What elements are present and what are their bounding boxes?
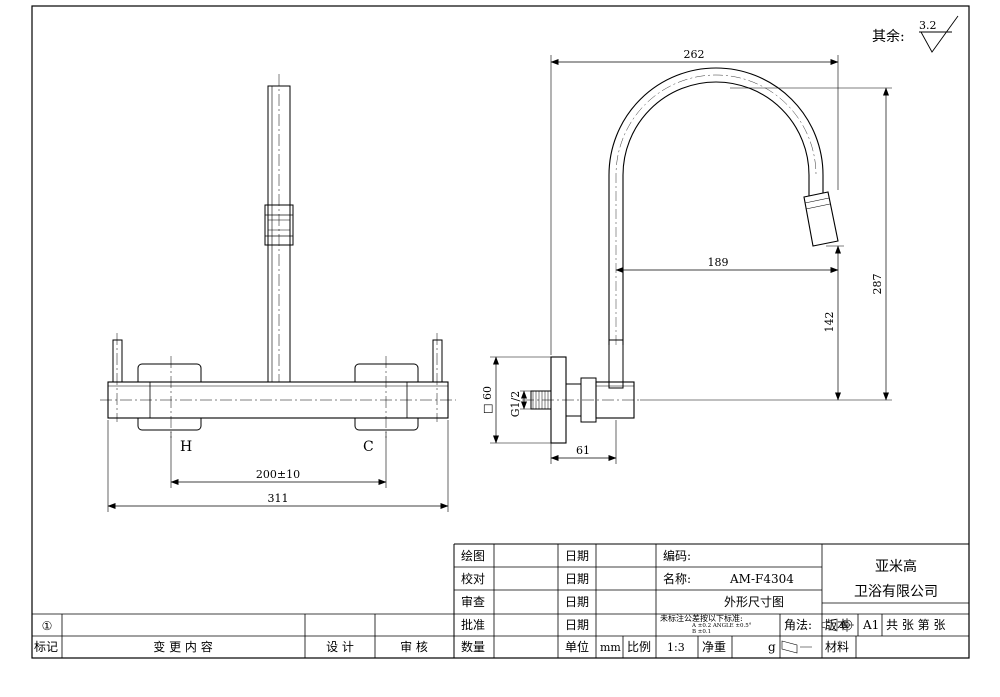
review-label: 审查 <box>461 594 485 609</box>
company-line-2: 卫浴有限公司 <box>854 584 938 600</box>
projection-label: 角法: <box>784 618 812 632</box>
spout-base <box>608 339 624 389</box>
check-date-label: 日期 <box>565 572 589 586</box>
hot-label: H <box>180 439 192 455</box>
weight-symbol <box>781 640 812 654</box>
tolerance-small-2: B ±0.1 <box>692 629 711 635</box>
draw-date-label: 日期 <box>565 549 589 563</box>
approve-date-label: 日期 <box>565 618 589 632</box>
roughness-label: 其余: <box>872 28 905 45</box>
version-label: 版本 <box>825 618 849 632</box>
roughness-symbol: 其余: 3.2 <box>872 15 959 53</box>
roughness-value: 3.2 <box>919 19 937 32</box>
check-label: 校对 <box>461 571 485 586</box>
quantity-label: 数量 <box>461 639 485 654</box>
change-label: 变 更 内 容 <box>153 639 212 654</box>
roughness-check-mark <box>919 15 959 53</box>
name-label: 名称: <box>663 571 691 586</box>
dim-text-height: 287 <box>871 274 884 295</box>
scale-label: 比例 <box>627 640 651 654</box>
approve-label: 批准 <box>461 617 485 632</box>
cold-label: C <box>363 439 374 455</box>
unit-value: mm <box>600 641 621 654</box>
spout-inner <box>622 81 810 345</box>
sheets-label: 共 张 第 张 <box>886 618 945 632</box>
hot-handle <box>112 339 123 383</box>
material-label: 材料 <box>825 640 849 654</box>
cold-handle <box>432 339 443 383</box>
code-label: 编码: <box>663 548 691 563</box>
dim-text-square: □ 60 <box>481 386 494 414</box>
title-block <box>32 543 969 658</box>
mark-label: 标记 <box>34 640 58 654</box>
tolerance-small-1: A ±0.2 ANGLE ±0.5° <box>691 623 752 629</box>
weight-unit: g <box>768 640 776 654</box>
drawing-type: 外形尺寸图 <box>724 595 784 609</box>
design-label: 设 计 <box>326 640 354 654</box>
version-value: A1 <box>862 618 879 632</box>
dim-text-spout-height: 142 <box>823 312 836 333</box>
dim-text-depth: 61 <box>576 444 590 457</box>
company-line-1: 亚米高 <box>875 558 917 575</box>
dim-text-thread: G1/2 <box>509 391 522 418</box>
review-date-label: 日期 <box>565 595 589 609</box>
spout-outer <box>608 67 824 345</box>
dim-text-centers: 200±10 <box>256 468 300 481</box>
revision-marker: ① <box>42 619 53 633</box>
scale-value: 1:3 <box>667 641 685 654</box>
projection-symbol <box>821 618 854 632</box>
unit-label: 单位 <box>565 639 589 654</box>
tolerance-note: 未标注公差按以下标准: <box>660 613 743 623</box>
drawing-border <box>31 5 970 659</box>
dim-text-reach: 189 <box>708 256 729 269</box>
audit-label: 审 核 <box>400 639 428 654</box>
model-number: AM-F4304 <box>729 572 794 586</box>
aerator <box>803 191 839 247</box>
dim-text-width: 262 <box>684 48 705 61</box>
side-view <box>490 55 892 464</box>
dim-text-overall: 311 <box>268 492 289 505</box>
front-view <box>100 74 456 512</box>
draw-label: 绘图 <box>461 548 485 563</box>
weight-label: 净重 <box>702 640 726 654</box>
